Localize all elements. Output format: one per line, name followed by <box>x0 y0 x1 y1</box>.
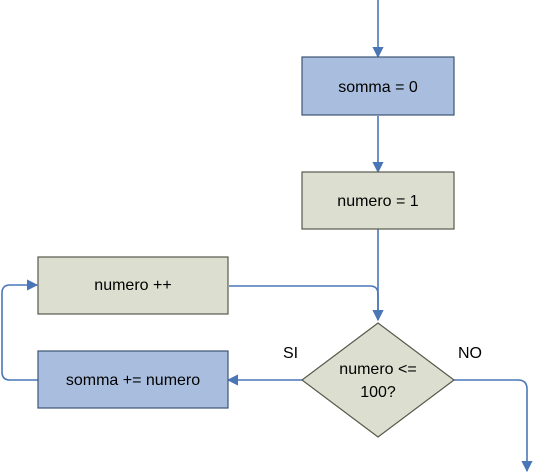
edge-label-no: NO <box>458 345 482 362</box>
node-condition: numero <= 100? <box>301 322 455 438</box>
edge-label-yes: SI <box>283 345 298 362</box>
node-accumulate-label: somma += numero <box>66 372 200 389</box>
node-condition-label-line1: numero <= <box>339 361 416 378</box>
arrow-loop-back <box>1 279 39 381</box>
node-accumulate-box <box>37 350 229 409</box>
node-init-somma-box <box>301 56 455 116</box>
node-accumulate: somma += numero <box>37 350 229 409</box>
arrow-condition-no <box>454 379 533 473</box>
node-init-numero-label: numero = 1 <box>337 193 418 210</box>
node-increment-box <box>37 256 229 315</box>
arrow-increment-to-condition <box>229 285 384 322</box>
node-init-somma-label: somma = 0 <box>338 79 418 96</box>
node-init-somma: somma = 0 <box>301 56 455 116</box>
node-condition-diamond <box>301 322 455 438</box>
node-init-numero: numero = 1 <box>301 171 455 230</box>
node-increment: numero ++ <box>37 256 229 315</box>
node-init-numero-box <box>301 171 455 230</box>
node-increment-label: numero ++ <box>94 277 171 294</box>
node-condition-label-line2: 100? <box>360 384 396 401</box>
